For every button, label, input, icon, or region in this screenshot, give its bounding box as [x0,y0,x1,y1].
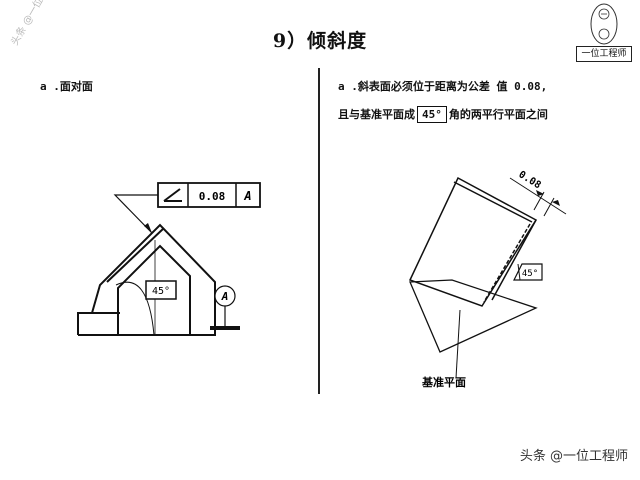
caption-angle-box: 45° [417,106,447,123]
datum-plane-leader [455,309,461,379]
left-angle-label: 45° [152,286,170,297]
datum-plane-label: 基准平面 [421,375,466,389]
inclined-surface-block [408,176,538,307]
page-title: 9）倾斜度 [272,30,368,52]
datum-symbol: A [210,285,240,330]
zone-arrow-2 [552,200,560,206]
angle-flag: 45° [513,263,543,281]
zone-ext-line-2 [543,197,555,217]
part-outline [77,223,216,336]
leader-arrow [144,223,152,233]
right-caption-line1: a .斜表面必须位于距离为公差 值 0.08, [338,80,548,93]
tolerance-value: 0.08 [199,190,226,203]
footer-watermark: 头条 @一位工程师 [519,449,628,464]
angle-arc [115,281,155,336]
zone-arrow-1 [536,190,544,196]
engineer-logo-icon [590,3,618,45]
leader-line [113,194,158,234]
left-drawing: 45° 0.08 A A [77,182,261,336]
right-angle-label: 45° [522,269,538,279]
angle-box [145,280,177,300]
right-drawing: 0.08 45° 基准平面 [408,169,567,389]
logo-label: 一位工程师 [576,46,632,62]
caption-line2-post: 角的两平行平面之间 [448,108,548,121]
datum-reference: A [243,189,251,203]
figure-panel [30,64,612,394]
zone-dim-label: 0.08 [516,169,542,191]
left-caption: a .面对面 [40,80,93,93]
caption-line2-pre: 且与基准平面成 [338,108,415,121]
datum-plane [409,279,538,353]
datum-symbol-label: A [221,290,229,303]
engineer-logo: 一位工程师 [576,0,632,62]
panel-divider [318,68,320,394]
zone-ext-line-1 [533,191,545,211]
feature-control-frame: 0.08 A [157,182,261,208]
angularity-symbol-icon [163,188,182,202]
